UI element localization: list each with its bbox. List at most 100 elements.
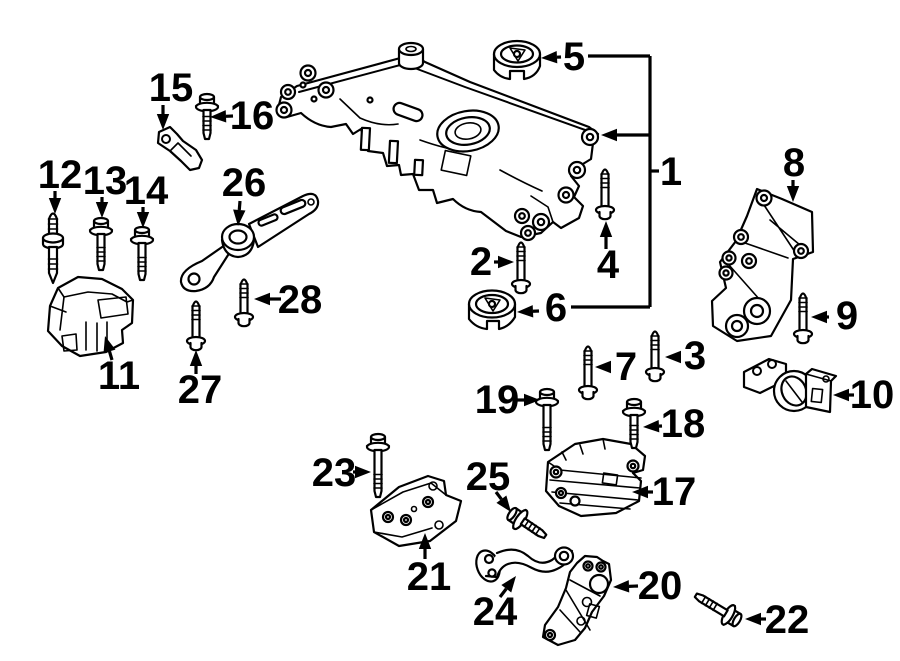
- part-bolt-13: [88, 216, 114, 272]
- arrow-head-icon: [517, 305, 534, 318]
- callout-4[interactable]: 4: [597, 221, 620, 287]
- callout-22[interactable]: 22: [745, 598, 809, 642]
- callout-label-25[interactable]: 25: [466, 455, 511, 499]
- part-bolt-14: [129, 225, 155, 282]
- callout-label-16[interactable]: 16: [230, 94, 275, 138]
- arrow-shaft: [237, 200, 242, 211]
- arrow-shaft: [494, 491, 503, 501]
- arrow-head-icon: [833, 388, 849, 402]
- callout-label-7[interactable]: 7: [615, 345, 637, 389]
- callout-23[interactable]: 23: [312, 451, 371, 495]
- callout-label-14[interactable]: 14: [124, 169, 169, 213]
- callout-label-21[interactable]: 21: [407, 555, 452, 599]
- arrow-head-icon: [595, 360, 611, 374]
- part-dogbone-26: [179, 192, 320, 293]
- callout-label-9[interactable]: 9: [836, 294, 858, 338]
- part-stud-7: [577, 345, 599, 401]
- part-bracket-21: [369, 474, 463, 548]
- callout-24[interactable]: 24: [473, 576, 518, 634]
- callout-16[interactable]: 16: [210, 94, 274, 138]
- arrow-head-icon: [632, 485, 648, 499]
- callout-25[interactable]: 25: [466, 455, 511, 512]
- callout-1[interactable]: 1: [601, 56, 682, 307]
- callout-label-19[interactable]: 19: [475, 378, 520, 422]
- part-stud-9: [792, 292, 814, 345]
- callout-label-8[interactable]: 8: [783, 141, 805, 185]
- callout-9[interactable]: 9: [811, 294, 858, 338]
- callout-label-28[interactable]: 28: [278, 278, 323, 322]
- callout-10[interactable]: 10: [833, 373, 894, 417]
- callout-label-13[interactable]: 13: [83, 159, 128, 203]
- arrow-head-icon: [524, 393, 540, 407]
- part-stud-28: [233, 278, 255, 328]
- callout-label-5[interactable]: 5: [563, 35, 585, 79]
- callout-11[interactable]: 11: [98, 336, 140, 398]
- callout-14[interactable]: 14: [124, 169, 169, 228]
- arrow-head-icon: [103, 336, 116, 354]
- part-stud-12: [41, 212, 65, 285]
- callout-label-10[interactable]: 10: [850, 373, 895, 417]
- arrow-shaft: [107, 350, 114, 361]
- callout-label-15[interactable]: 15: [149, 66, 194, 110]
- callout-label-26[interactable]: 26: [222, 161, 267, 205]
- callout-18[interactable]: 18: [643, 402, 705, 446]
- callout-19[interactable]: 19: [475, 378, 540, 422]
- arrow-head-icon: [418, 533, 432, 549]
- part-bracket-15: [156, 125, 204, 172]
- callout-27[interactable]: 27: [178, 350, 223, 412]
- callout-28[interactable]: 28: [254, 278, 322, 322]
- callout-12[interactable]: 12: [38, 153, 83, 214]
- callout-2[interactable]: 2: [470, 240, 514, 284]
- callout-label-22[interactable]: 22: [765, 598, 810, 642]
- callout-label-27[interactable]: 27: [178, 368, 223, 412]
- callout-20[interactable]: 20: [613, 564, 682, 608]
- callout-5[interactable]: 5: [541, 35, 650, 79]
- part-stud-4: [594, 168, 616, 221]
- callout-label-1[interactable]: 1: [660, 150, 682, 194]
- callout-7[interactable]: 7: [595, 345, 637, 389]
- callout-6[interactable]: 6: [517, 286, 650, 330]
- part-mount-6: [467, 289, 517, 331]
- arrow-head-icon: [210, 110, 227, 123]
- callout-label-3[interactable]: 3: [684, 334, 706, 378]
- arrow-head-icon: [355, 465, 371, 479]
- callout-label-12[interactable]: 12: [38, 153, 83, 197]
- arrow-head-icon: [48, 198, 62, 214]
- arrow-head-icon: [643, 419, 660, 433]
- arrow-head-icon: [156, 114, 170, 130]
- part-mount-5: [492, 39, 542, 81]
- part-bolt-19: [534, 387, 560, 452]
- arrow-head-icon: [786, 186, 800, 202]
- callout-label-23[interactable]: 23: [312, 451, 357, 495]
- callout-21[interactable]: 21: [407, 533, 452, 599]
- callout-3[interactable]: 3: [665, 334, 706, 378]
- arrow-head-icon: [496, 495, 511, 512]
- callout-label-2[interactable]: 2: [470, 240, 492, 284]
- callout-17[interactable]: 17: [632, 470, 696, 514]
- part-bolt-22: [693, 592, 743, 628]
- part-stud-3: [644, 330, 666, 383]
- arrow-head-icon: [811, 310, 827, 324]
- part-bolt-18: [621, 397, 647, 450]
- arrow-head-icon: [136, 212, 150, 228]
- callout-15[interactable]: 15: [149, 66, 194, 130]
- arrow-shaft: [498, 587, 508, 598]
- part-bolt-25: [506, 506, 548, 540]
- arrow-head-icon: [501, 576, 516, 593]
- arrow-head-icon: [95, 202, 109, 218]
- callout-8[interactable]: 8: [783, 141, 805, 202]
- callout-26[interactable]: 26: [222, 161, 267, 226]
- callout-label-4[interactable]: 4: [597, 243, 620, 287]
- callout-label-18[interactable]: 18: [661, 402, 706, 446]
- callout-label-24[interactable]: 24: [473, 590, 518, 634]
- part-link-24: [475, 546, 575, 583]
- arrow-head-icon: [541, 51, 558, 64]
- callout-label-20[interactable]: 20: [638, 564, 683, 608]
- part-bolt-16: [194, 92, 220, 141]
- callout-label-11[interactable]: 11: [98, 354, 140, 398]
- callout-13[interactable]: 13: [83, 159, 128, 218]
- part-subframe: [275, 41, 600, 242]
- callout-label-6[interactable]: 6: [545, 286, 567, 330]
- callout-label-17[interactable]: 17: [652, 470, 697, 514]
